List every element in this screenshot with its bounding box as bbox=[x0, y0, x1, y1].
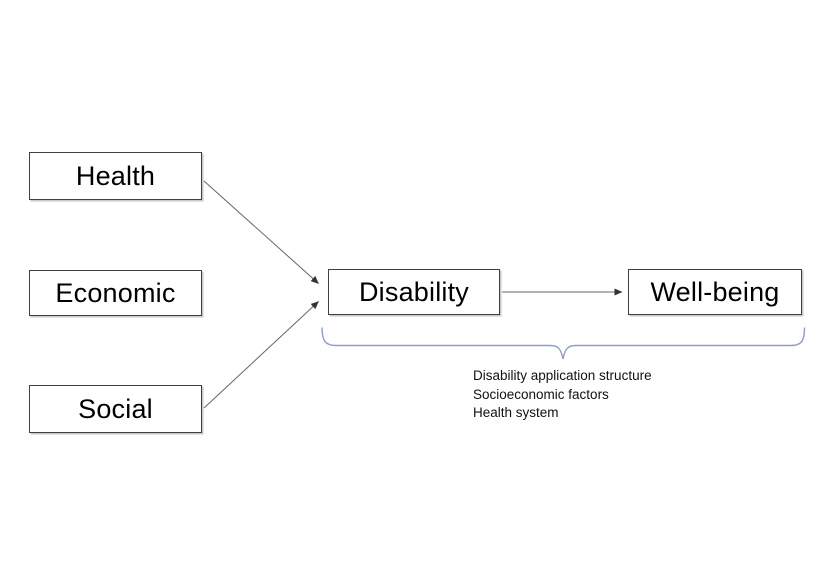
node-health-label: Health bbox=[75, 160, 156, 191]
annotation-line-3: Health system bbox=[473, 405, 559, 420]
node-disability-label: Disability bbox=[358, 276, 470, 307]
annotation-line-1: Disability application structure bbox=[473, 368, 652, 383]
node-economic-label: Economic bbox=[55, 277, 176, 308]
connector-health-to-disability bbox=[203, 180, 319, 284]
annotation-line-2: Socioeconomic factors bbox=[473, 386, 609, 402]
node-economic[interactable]: Economic bbox=[29, 270, 202, 316]
node-wellbeing[interactable]: Well-being bbox=[628, 269, 802, 315]
node-disability[interactable]: Disability bbox=[328, 269, 500, 315]
node-social-label: Social bbox=[78, 393, 153, 424]
node-health[interactable]: Health bbox=[29, 152, 202, 200]
connector-social-to-disability bbox=[203, 301, 319, 409]
node-wellbeing-label: Well-being bbox=[650, 276, 780, 307]
brace-bracket bbox=[321, 327, 806, 360]
node-social[interactable]: Social bbox=[29, 385, 202, 433]
brace-annotation: Disability application structure Socioec… bbox=[473, 367, 652, 423]
